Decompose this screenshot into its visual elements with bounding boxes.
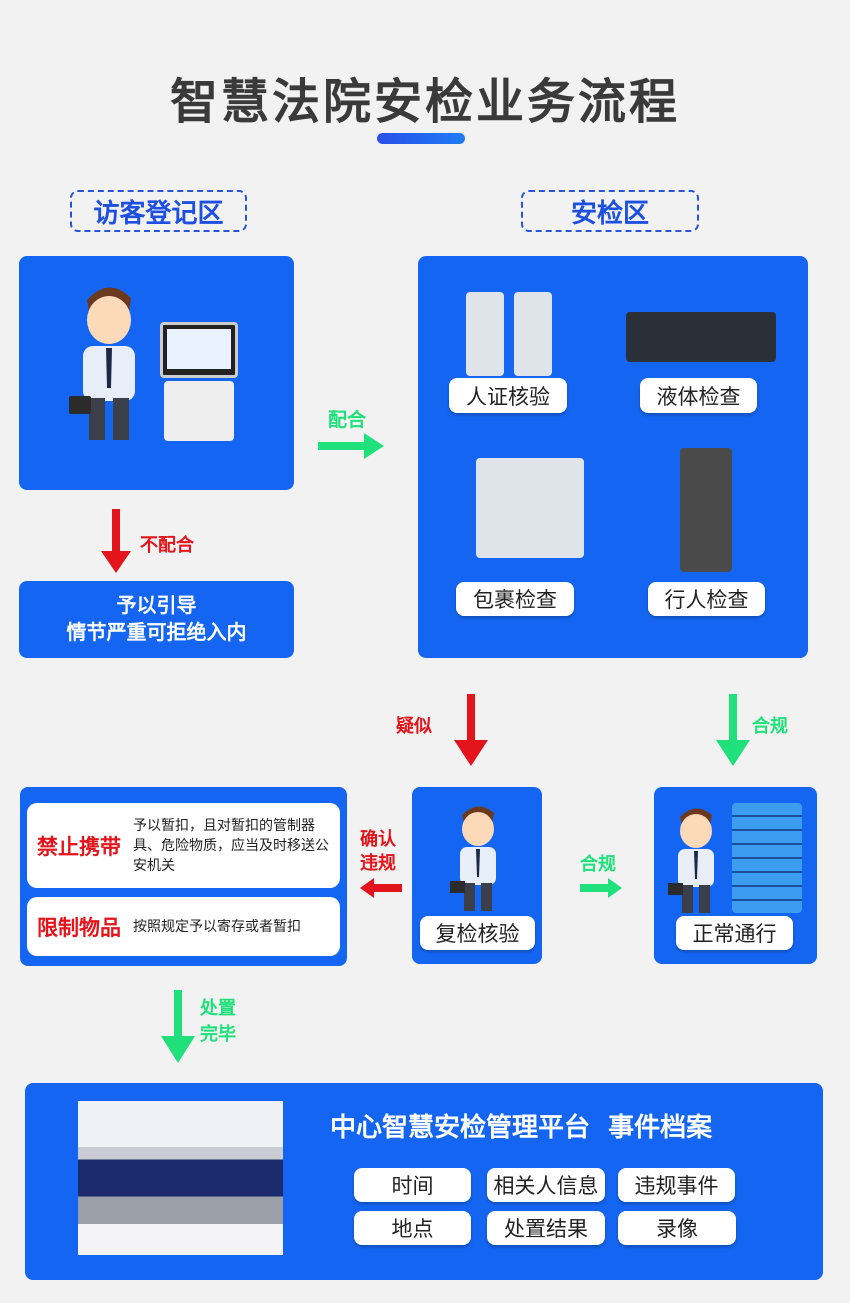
check-pedestrian: 行人检查 (648, 582, 765, 616)
down-arrow-icon (161, 990, 195, 1063)
platform-item-result: 处置结果 (487, 1211, 605, 1245)
violation-desc: 按照规定予以寄存或者暂扣 (133, 918, 301, 935)
kiosk-screen (160, 322, 238, 378)
control-room-image (78, 1101, 283, 1255)
violation-desc: 予以暂扣，且对暂扣的管制器具、危险物质，应当及时移送公安机关 (133, 817, 329, 874)
guide-line-1: 予以引导 (116, 593, 197, 617)
metal-detector-gate-icon (680, 448, 732, 572)
compliant-label: 合规 (580, 854, 616, 875)
platform-item-location: 地点 (354, 1211, 471, 1245)
confirm-violation-label: 确认违规 (360, 829, 396, 874)
down-arrow-icon (454, 694, 488, 766)
zone-label-security: 安检区 (521, 190, 699, 232)
turnstile-icon (514, 292, 552, 376)
down-arrow-icon (716, 694, 750, 766)
cooperate-label: 配合 (328, 409, 367, 431)
liquid-scanner-icon (626, 312, 776, 362)
guide-box: 予以引导 情节严重可拒绝入内 (19, 581, 294, 658)
check-liquid: 液体检查 (640, 378, 757, 413)
platform-item-time: 时间 (354, 1168, 471, 1202)
compliant-label: 合规 (752, 716, 788, 737)
left-arrow-icon (360, 878, 402, 898)
platform-title: 中心智慧安检管理平台 事件档案 (330, 1113, 713, 1143)
zone-label-visitor: 访客登记区 (70, 190, 247, 232)
platform-item-video: 录像 (618, 1211, 736, 1245)
right-arrow-icon (580, 878, 622, 898)
check-id-verification: 人证核验 (449, 378, 567, 413)
violation-card: 限制物品 按照规定予以寄存或者暂扣 (27, 897, 340, 956)
violation-card: 禁止携带 予以暂扣，且对暂扣的管制器具、危险物质，应当及时移送公安机关 (27, 803, 340, 888)
disposal-done-label: 处置完毕 (200, 998, 236, 1045)
violation-panel: 禁止携带 予以暂扣，且对暂扣的管制器具、危险物质，应当及时移送公安机关 限制物品… (20, 787, 347, 966)
visitor-registration-panel (19, 256, 294, 490)
storage-locker-icon (732, 803, 802, 913)
title-underline (377, 133, 465, 144)
platform-item-person-info: 相关人信息 (487, 1168, 605, 1202)
down-arrow-icon (101, 509, 131, 573)
person-icon (450, 806, 496, 911)
suspect-label: 疑似 (396, 716, 432, 737)
violation-label: 禁止携带 (37, 834, 121, 859)
normal-pass-label: 正常通行 (676, 916, 793, 950)
platform-item-violation-event: 违规事件 (618, 1168, 735, 1202)
violation-label: 限制物品 (37, 915, 121, 940)
person-icon (668, 808, 714, 913)
xray-machine-icon (476, 458, 584, 558)
registration-kiosk-icon (164, 381, 234, 441)
right-arrow-icon (318, 433, 384, 459)
check-package: 包裹检查 (456, 582, 574, 616)
not-cooperate-label: 不配合 (140, 535, 194, 556)
page-title: 智慧法院安检业务流程 (169, 74, 680, 130)
guide-line-2: 情节严重可拒绝入内 (66, 620, 247, 644)
recheck-label: 复检核验 (420, 916, 535, 950)
turnstile-icon (466, 292, 504, 376)
visitor-person-icon (69, 287, 135, 440)
